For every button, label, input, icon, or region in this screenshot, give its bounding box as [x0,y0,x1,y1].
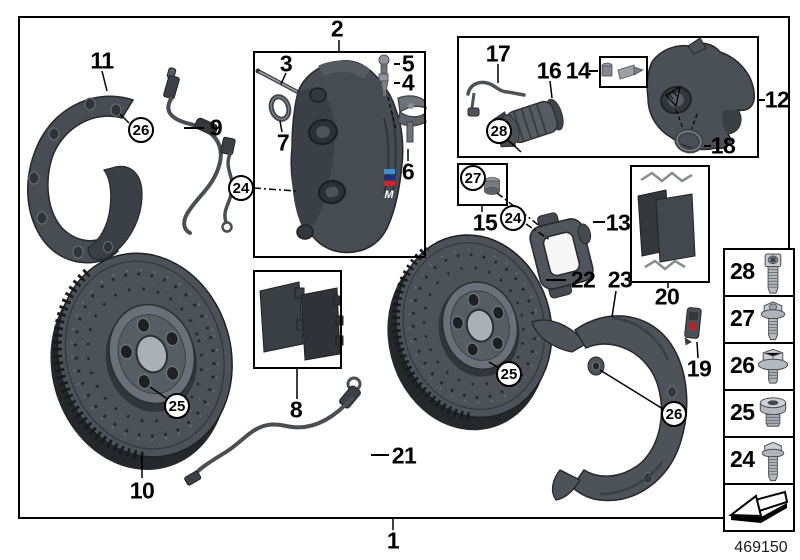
box-front-caliper-group [253,51,426,258]
callout-3[interactable]: 3 [279,50,293,77]
sidebar-label-24: 24 [730,446,755,472]
front-pads-art [259,281,344,361]
socket-head-cap-screw-icon [764,253,782,294]
sidebar-row-25[interactable]: 25 [723,389,795,438]
rear-pads-art [637,171,696,271]
callout-26-front[interactable]: 26 [128,117,154,143]
callout-5[interactable]: 5 [401,50,415,77]
torx-flange-bolt-icon [760,301,786,341]
sidebar-label-28: 28 [730,258,755,284]
callout-18[interactable]: 18 [710,132,736,159]
callout-8[interactable]: 8 [289,396,303,423]
sidebar-label-27: 27 [730,305,755,331]
direction-arrow-box [723,483,795,532]
callout-9[interactable]: 9 [209,114,223,141]
box-rear-pads [630,165,710,283]
sidebar-row-27[interactable]: 27 [723,295,795,344]
pointer-lines [101,40,765,530]
sidebar-row-28[interactable]: 28 [723,248,795,297]
hex-bolt-with-washer-icon [757,348,789,384]
box-front-pads [253,270,342,369]
installation-direction-arrow-icon [728,490,789,523]
front-m-caliper-art: M [255,54,427,254]
callout-22[interactable]: 22 [570,266,596,293]
callout-23[interactable]: 23 [607,266,633,293]
sidebar-label-25: 25 [730,399,755,425]
rear-dust-shield-art [531,315,688,502]
retaining-clip-art [684,307,702,346]
callout-14[interactable]: 14 [565,57,591,84]
callout-19[interactable]: 19 [686,355,712,382]
callout-28-circle[interactable]: 28 [486,118,512,144]
callout-10[interactable]: 10 [129,477,155,504]
callout-12[interactable]: 12 [764,86,790,113]
callout-15[interactable]: 15 [472,209,498,236]
box-bleeder-set [599,56,648,88]
callout-6[interactable]: 6 [401,158,415,185]
sidebar-row-24[interactable]: 24 [723,436,795,485]
callout-21[interactable]: 21 [391,442,417,469]
hex-flange-bolt-icon [761,441,785,482]
callout-7[interactable]: 7 [276,129,290,156]
box-rear-caliper-group [457,36,759,158]
callout-17[interactable]: 17 [485,40,511,67]
front-wear-sensor-art [163,67,236,235]
callout-25-rear[interactable]: 25 [496,361,522,387]
front-dust-shield-art [27,95,143,264]
callout-24-mid[interactable]: 24 [500,205,526,231]
callout-11[interactable]: 11 [90,47,114,74]
callout-26-rear[interactable]: 26 [661,401,687,427]
callout-25-front[interactable]: 25 [164,393,190,419]
m-logo: M [384,189,394,201]
box-guide-bush-kit [457,163,508,206]
callout-27-circle[interactable]: 27 [460,165,486,191]
screw-plug-icon [759,397,787,427]
callout-2[interactable]: 2 [330,15,344,42]
diagram-number: 469150 [734,539,788,556]
sidebar-row-26[interactable]: 26 [723,342,795,391]
callout-1[interactable]: 1 [386,527,400,554]
callout-24-front[interactable]: 24 [228,175,254,201]
sidebar-label-26: 26 [730,352,755,378]
rear-wear-sensor-art [184,376,362,486]
callout-20[interactable]: 20 [654,283,680,310]
callout-4[interactable]: 4 [401,69,415,96]
callout-13[interactable]: 13 [605,209,631,236]
callout-16[interactable]: 16 [536,57,562,84]
caliper-carrier-art [529,212,594,299]
